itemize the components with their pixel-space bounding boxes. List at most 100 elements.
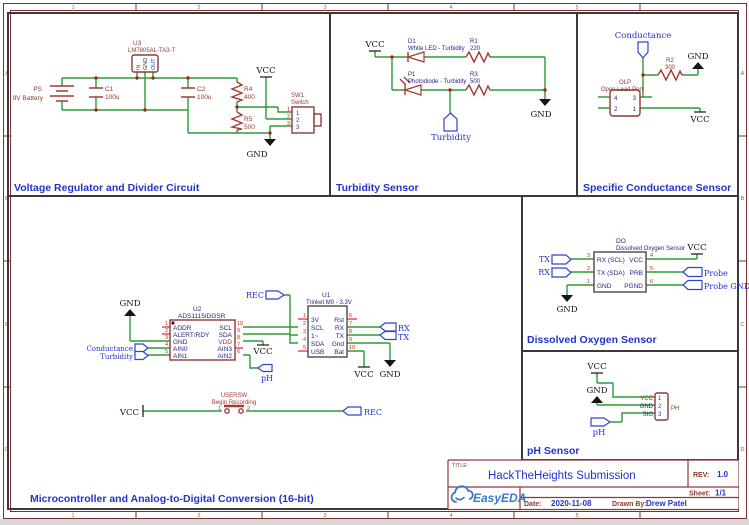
net-label: GND — [119, 299, 140, 309]
net-port-conductance[interactable]: Conductance — [615, 31, 672, 59]
vcc-flag[interactable]: VCC — [586, 362, 607, 374]
ref-label: U3 — [133, 40, 142, 47]
port-label: pH — [261, 374, 273, 383]
net-port-tx[interactable]: TX — [379, 330, 409, 343]
gnd-flag[interactable]: GND — [246, 139, 276, 160]
section-voltage-regulator[interactable]: PS 9V Battery C1 100u U3 LM7805AL-TA3-T … — [13, 40, 322, 194]
led-d1[interactable]: D1 White LED - Turbidity — [405, 39, 465, 63]
col-label: 4 — [449, 513, 452, 519]
ref-label: R3 — [470, 72, 478, 78]
wires — [566, 254, 698, 295]
net-port-turbidity[interactable]: Turbidity — [431, 112, 471, 143]
section-turbidity[interactable]: VCC D1 White LED - Turbidity R1 220 P1 P… — [336, 39, 552, 194]
vcc-flag[interactable]: VCC — [686, 243, 707, 255]
gnd-flag[interactable]: GND — [556, 295, 578, 315]
section-title[interactable]: Specific Conductance Sensor — [583, 182, 731, 194]
net-port-turbidity[interactable]: Turbidity — [100, 350, 149, 362]
gnd-flag[interactable]: GND — [530, 99, 552, 120]
gnd-flag[interactable]: GND — [119, 299, 141, 316]
net-port-rx[interactable]: RX — [538, 267, 572, 278]
section-title[interactable]: Voltage Regulator and Divider Circuit — [14, 182, 200, 194]
resistor-r2[interactable]: R2 300 — [657, 58, 683, 82]
pin-number: 10 — [349, 345, 355, 351]
ref-label: PS — [33, 86, 42, 93]
pin-number: 1 — [218, 406, 221, 412]
pin-name: OUT — [151, 58, 157, 70]
net-port-ph[interactable]: pH — [590, 417, 612, 438]
gnd-flag[interactable]: GND — [379, 360, 401, 380]
net-port-rec[interactable]: REC — [342, 406, 382, 417]
vcc-flag[interactable]: VCC — [353, 366, 374, 380]
pin-number: 1 — [587, 279, 590, 285]
gnd-flag[interactable]: GND — [586, 386, 608, 403]
section-title[interactable]: Turbidity Sensor — [336, 182, 419, 194]
ph-probe-connector[interactable]: VCC GND SIG 1 2 3 PH — [640, 392, 680, 421]
vcc-flag[interactable]: VCC — [119, 405, 144, 418]
pin-number: 2 — [165, 328, 168, 334]
pin-number: 2 — [303, 321, 306, 327]
net-port-probe-gnd[interactable]: Probe GND — [682, 279, 749, 292]
capacitor-c1[interactable]: C1 100u — [89, 86, 120, 101]
value-label: 500 — [470, 79, 481, 85]
rev-label: REV: — [693, 472, 709, 479]
pin-name: AIN3 — [218, 346, 233, 353]
resistor-r1[interactable]: R1 220 — [465, 39, 491, 64]
port-label: Probe GND — [704, 282, 749, 291]
battery-ps[interactable]: PS 9V Battery — [13, 85, 74, 102]
ref-label: DO — [616, 238, 626, 245]
net-port-ph[interactable]: pH — [256, 363, 273, 384]
do-sensor-chip[interactable]: DO Dissolved Oxygen Sensor RX (SCL) TX (… — [587, 238, 685, 293]
section-title[interactable]: pH Sensor — [527, 445, 580, 457]
section-mcu[interactable]: GND U2 ADS1115IDGSR ADDR ALERT/RDY GND A… — [30, 290, 410, 505]
pin-number: 5 — [165, 349, 168, 355]
vcc-flag[interactable]: VCC — [364, 40, 385, 52]
section-title[interactable]: Microcontroller and Analog-to-Digital Co… — [30, 493, 314, 505]
adc-u2[interactable]: U2 ADS1115IDGSR ADDR ALERT/RDY GND AIN0 … — [165, 306, 243, 361]
pin-name: VCC — [640, 396, 653, 402]
ref-label: SW1 — [291, 93, 305, 99]
regulator-u3[interactable]: U3 LM7805AL-TA3-T IN GND OUT — [128, 40, 176, 73]
resistor-r4[interactable]: R4 400 — [229, 81, 255, 103]
pin-number: 7 — [349, 321, 352, 327]
capacitor-c2[interactable]: C2 100u — [181, 86, 212, 101]
section-title[interactable]: Dissolved Oxygen Sensor — [527, 334, 657, 346]
net-port-rx[interactable]: RX — [379, 322, 410, 333]
pin-name: 4 — [614, 96, 618, 102]
switch-sw1[interactable]: SW1 Switch 1 2 3 1 2 3 — [287, 93, 322, 134]
vcc-flag[interactable]: VCC — [252, 344, 273, 357]
pin-number: 3 — [287, 121, 290, 127]
open-lead-port-olp[interactable]: OLP Open Lead Port 4 2 3 1 — [598, 80, 644, 117]
pin-number: 3 — [658, 412, 662, 418]
value-label: ADS1115IDGSR — [178, 313, 226, 320]
gnd-flag[interactable]: GND — [687, 52, 709, 69]
net-port-probe[interactable]: Probe — [682, 266, 728, 279]
ref-label: R5 — [244, 116, 253, 123]
drawn-by-value: Drew Patel — [646, 499, 687, 508]
photodiode-p1[interactable]: P1 Photodiode - Turbidity — [399, 72, 466, 96]
pin-name: SCL — [311, 325, 324, 332]
section-ph[interactable]: VCC GND pH VCC GND SIG 1 2 3 PH pH Senso… — [527, 362, 679, 457]
pin-name: AIN2 — [218, 353, 233, 360]
pin-name: 2 — [614, 107, 618, 113]
section-conductance[interactable]: Conductance R2 300 GND OLP Open Lead Por… — [583, 31, 731, 194]
pin-name: GND — [143, 58, 149, 70]
ref-label: PH — [671, 406, 679, 412]
vcc-flag[interactable]: VCC — [689, 111, 710, 125]
net-port-tx[interactable]: TX — [539, 254, 572, 265]
section-dissolved-oxygen[interactable]: DO Dissolved Oxygen Sensor RX (SCL) TX (… — [527, 238, 749, 346]
net-label: VCC — [353, 370, 373, 380]
resistor-r5[interactable]: R5 500 — [229, 111, 255, 131]
net-port-rec[interactable]: REC — [246, 290, 286, 300]
net-port-conductance[interactable]: Conductance — [86, 343, 149, 353]
ref-label: OLP — [619, 80, 631, 86]
vcc-flag[interactable]: VCC — [255, 66, 276, 78]
resistor-r3[interactable]: R3 500 — [465, 72, 491, 97]
pin-name: GND — [173, 339, 188, 346]
ref-label: D1 — [408, 39, 416, 45]
value-label: 100u — [197, 94, 212, 101]
pin-number: 2 — [658, 404, 662, 410]
net-label: VCC — [686, 243, 706, 253]
trinket-u1[interactable]: U1 Trinket M0 - 3.3V 3V SCL 1~ SDA USB R… — [303, 292, 355, 358]
pushbutton-usersw[interactable]: USERSW Begin Recording 1 2 — [212, 393, 256, 414]
